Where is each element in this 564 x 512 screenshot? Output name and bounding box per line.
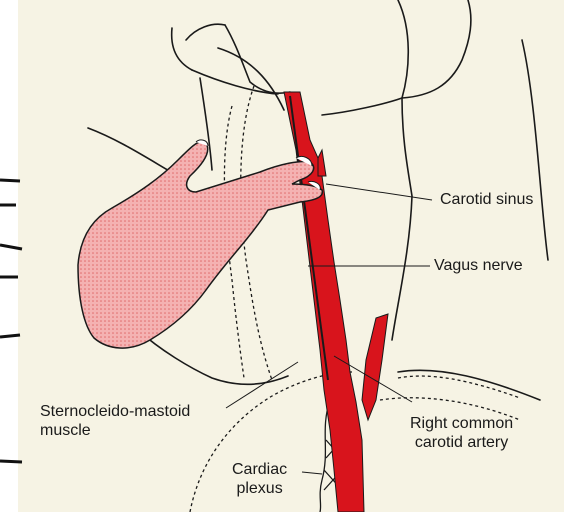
label-cardiac-line1: Cardiac xyxy=(232,460,287,479)
label-sternocleido-line2: muscle xyxy=(40,421,190,440)
label-cardiac-plexus: Cardiac plexus xyxy=(232,460,287,498)
label-right-common-carotid-artery: Right common carotid artery xyxy=(410,414,513,452)
label-right-common-line1: Right common xyxy=(410,414,513,433)
label-right-common-line2: carotid artery xyxy=(410,433,513,452)
label-sternocleido-line1: Sternocleido-mastoid xyxy=(40,402,190,421)
label-vagus-nerve: Vagus nerve xyxy=(434,256,523,275)
label-cardiac-line2: plexus xyxy=(232,479,287,498)
label-sternocleido-mastoid-muscle: Sternocleido-mastoid muscle xyxy=(40,402,190,440)
label-carotid-sinus: Carotid sinus xyxy=(440,190,533,209)
left-strip xyxy=(0,0,18,512)
